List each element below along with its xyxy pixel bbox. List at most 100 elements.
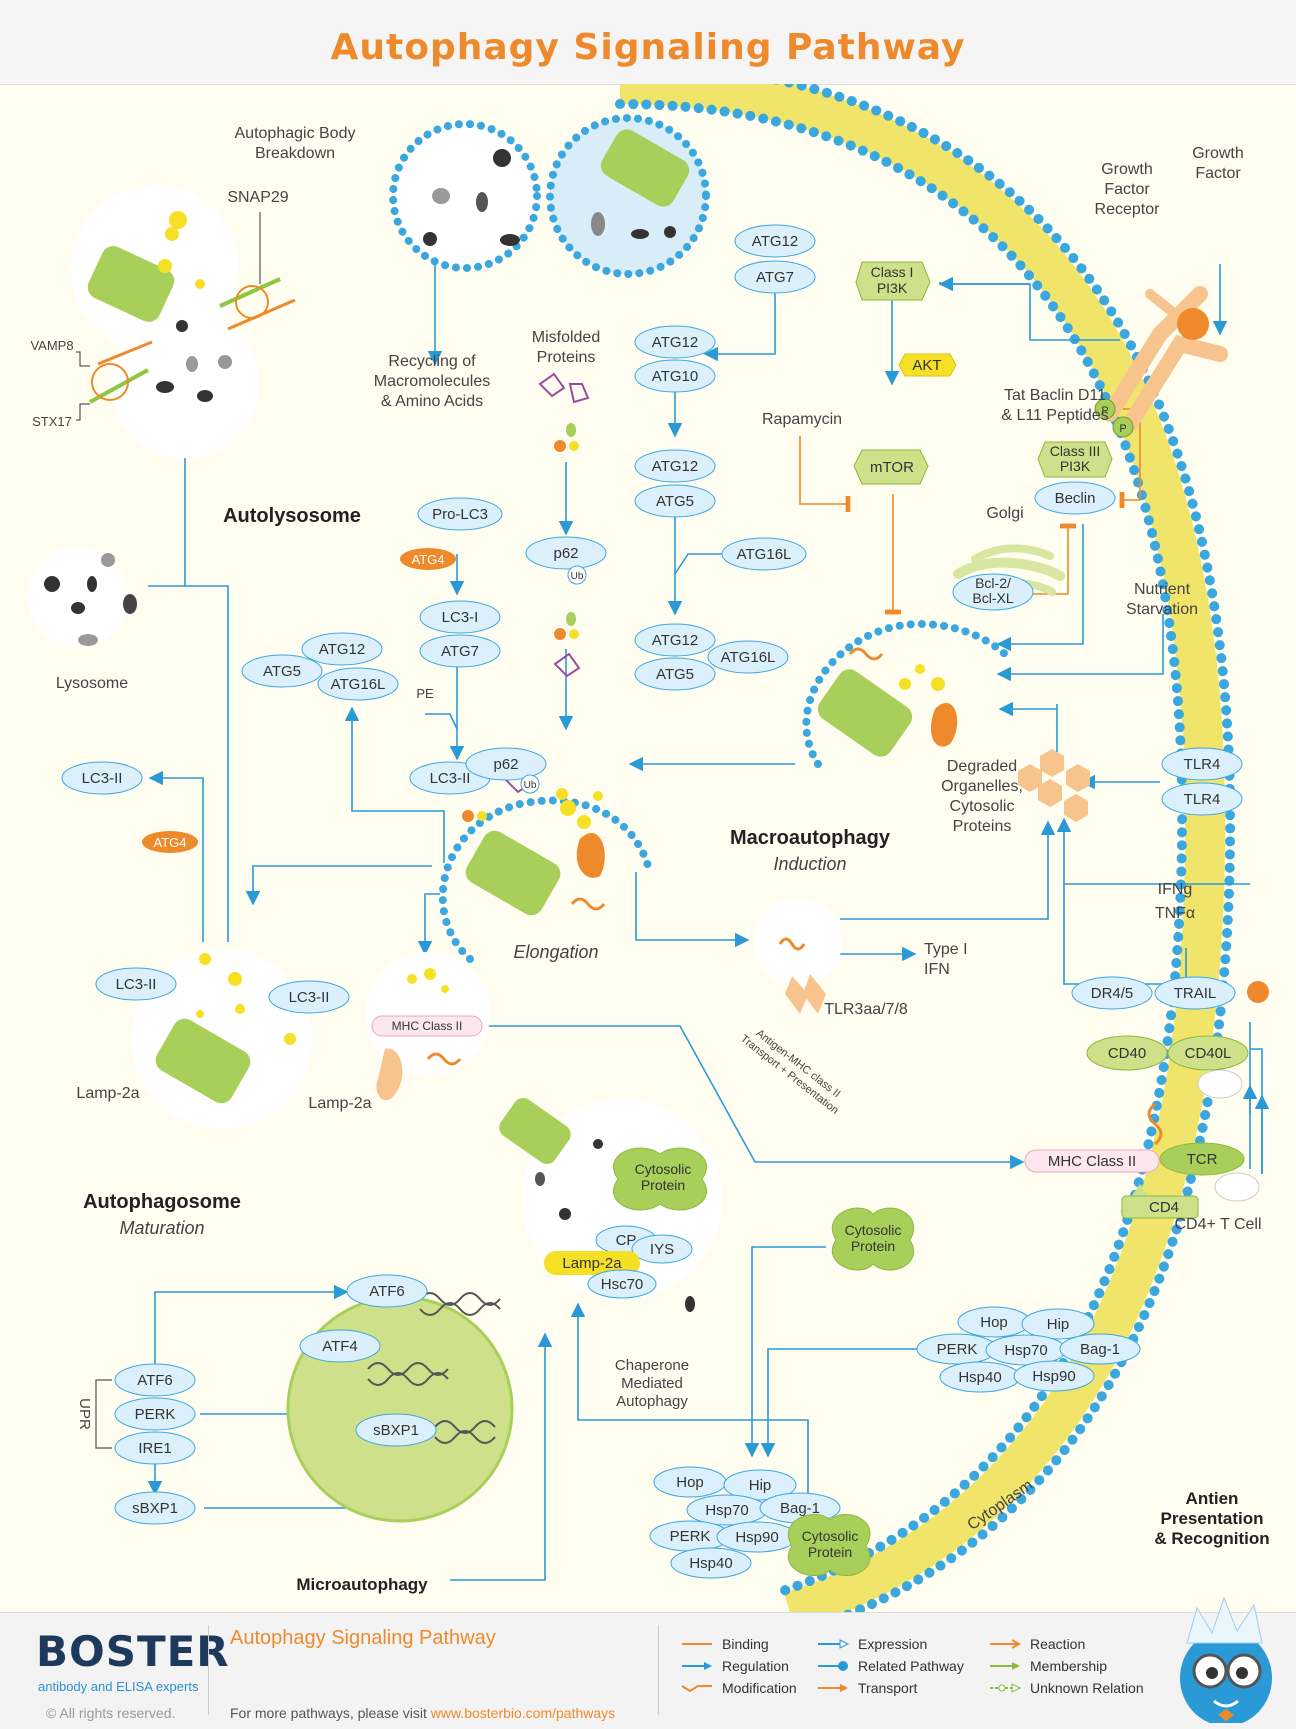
node-tlr4[interactable]: TLR4 [1161,747,1243,781]
node-atg16l[interactable]: ATG16L [707,640,789,674]
node-p62[interactable]: p62 [525,536,607,570]
label-tlr3: TLR3aa/7/8 [824,1001,908,1018]
node-bag-1[interactable]: Bag-1 [1059,1333,1141,1365]
svg-text:Proteins: Proteins [953,818,1012,835]
node-hsp40[interactable]: Hsp40 [670,1547,752,1579]
node-tlr4[interactable]: TLR4 [1161,782,1243,816]
label-tat-beclin-peptides: Tat Baclin D11& L11 Peptides [1001,387,1108,424]
node-hsc70[interactable]: Hsc70 [587,1269,657,1299]
node-atf4[interactable]: ATF4 [299,1329,381,1363]
pathways-link[interactable]: www.bosterbio.com/pathways [430,1705,616,1721]
svg-text:Class I: Class I [871,264,914,280]
svg-text:Macromolecules: Macromolecules [374,373,490,390]
node-beclin[interactable]: Beclin [1034,481,1116,515]
svg-text:ATG5: ATG5 [656,493,694,510]
node-atf6[interactable]: ATF6 [114,1363,196,1397]
label-autolysosome: Autolysosome [223,505,361,527]
node-atg10[interactable]: ATG10 [634,359,716,393]
node-atg7[interactable]: ATG7 [419,634,501,668]
svg-text:ATG12: ATG12 [752,233,798,250]
node-akt[interactable]: AKT [898,353,957,377]
node-atg5[interactable]: ATG5 [634,657,716,691]
growth-factor-receptor-icon [1102,264,1228,432]
node-atg12[interactable]: ATG12 [734,224,816,258]
node-atg16l[interactable]: ATG16L [721,537,807,571]
node-tcr[interactable]: TCR [1159,1142,1245,1176]
node-atg5[interactable]: ATG5 [634,484,716,518]
node-lc3-ii[interactable]: LC3-II [268,980,350,1014]
svg-text:AKT: AKT [912,357,941,374]
node-mtor[interactable]: mTOR [853,449,929,485]
pathway-diagram: ATG12 ATG7 ATG12 ATG10 ATG12 ATG5 ATG16L… [0,59,1296,1637]
node-pro-lc3[interactable]: Pro-LC3 [417,497,503,531]
node-dr4-5[interactable]: DR4/5 [1071,976,1153,1010]
node-perk[interactable]: PERK [916,1333,998,1365]
node-atg12[interactable]: ATG12 [634,449,716,483]
node-hsp70[interactable]: Hsp70 [686,1494,768,1526]
node-atg12[interactable]: ATG12 [301,632,383,666]
node-mhc-class-ii[interactable]: MHC Class II [1024,1149,1160,1173]
page-title: Autophagy Signaling Pathway [330,27,966,68]
node-p62[interactable]: p62 [465,747,547,781]
autophagic-bodies [389,114,710,278]
node-atg4[interactable]: ATG4 [400,548,456,570]
node-trail[interactable]: TRAIL [1154,976,1236,1010]
more-text: For more pathways, please visit [230,1705,431,1721]
node-cd4[interactable]: CD4 [1121,1195,1199,1219]
label-lamp-2a: Lamp-2a [308,1095,371,1112]
node-bcl2-bclxl[interactable]: Bcl-2/Bcl-XL [952,573,1034,611]
svg-text:LC3-I: LC3-I [442,609,479,626]
label-stx17: STX17 [32,414,72,429]
node-atg12[interactable]: ATG12 [634,325,716,359]
node-lc3-i[interactable]: LC3-I [419,600,501,634]
node-atg12[interactable]: ATG12 [634,623,716,657]
svg-text:sBXP1: sBXP1 [373,1422,419,1439]
svg-text:LC3-II: LC3-II [430,770,471,787]
node-hip[interactable]: Hip [1021,1308,1095,1340]
node-hsp90[interactable]: Hsp90 [1013,1360,1095,1392]
label-elongation: Elongation [513,942,598,962]
svg-text:Nutrient: Nutrient [1134,581,1191,598]
node-atf6[interactable]: ATF6 [346,1274,428,1308]
node-hsp90[interactable]: Hsp90 [716,1521,798,1553]
node-lamp-2a[interactable]: Lamp-2a [544,1251,640,1275]
node-ire1[interactable]: IRE1 [114,1431,196,1465]
node-cd40l[interactable]: CD40L [1167,1035,1249,1071]
node-iys[interactable]: IYS [631,1234,693,1264]
svg-text:ATG10: ATG10 [652,368,698,385]
node-lc3-ii[interactable]: LC3-II [61,761,143,795]
node-hsp40[interactable]: Hsp40 [939,1361,1021,1393]
node-perk[interactable]: PERK [649,1520,731,1552]
node-hsp70[interactable]: Hsp70 [985,1334,1067,1366]
mhc-vesicle [366,952,490,1101]
ub-badge: Ub [520,774,540,794]
svg-text:Hsp70: Hsp70 [705,1502,748,1519]
node-hop[interactable]: Hop [653,1466,727,1498]
brand-tagline: antibody and ELISA experts [38,1679,199,1694]
node-atg16l[interactable]: ATG16L [317,667,399,701]
svg-text:Misfolded: Misfolded [532,329,600,346]
node-sbxp1[interactable]: sBXP1 [114,1491,196,1525]
node-atg7[interactable]: ATG7 [734,260,816,294]
svg-text:Hop: Hop [980,1314,1008,1331]
svg-text:DR4/5: DR4/5 [1091,985,1134,1002]
node-atg4[interactable]: ATG4 [142,831,198,853]
node-mhc-class-ii[interactable]: MHC Class II [371,1015,483,1037]
legend-unknown-relation: Unknown Relation [988,1677,1144,1699]
node-cd40[interactable]: CD40 [1086,1035,1168,1071]
legend-membership: Membership [988,1655,1144,1677]
node-atg5[interactable]: ATG5 [241,654,323,688]
node-hop[interactable]: Hop [957,1306,1031,1338]
svg-text:IYS: IYS [650,1241,674,1258]
node-sbxp1[interactable]: sBXP1 [355,1413,437,1447]
node-lc3-ii[interactable]: LC3-II [95,967,177,1001]
node-hip[interactable]: Hip [723,1469,797,1501]
node-perk[interactable]: PERK [114,1397,196,1431]
